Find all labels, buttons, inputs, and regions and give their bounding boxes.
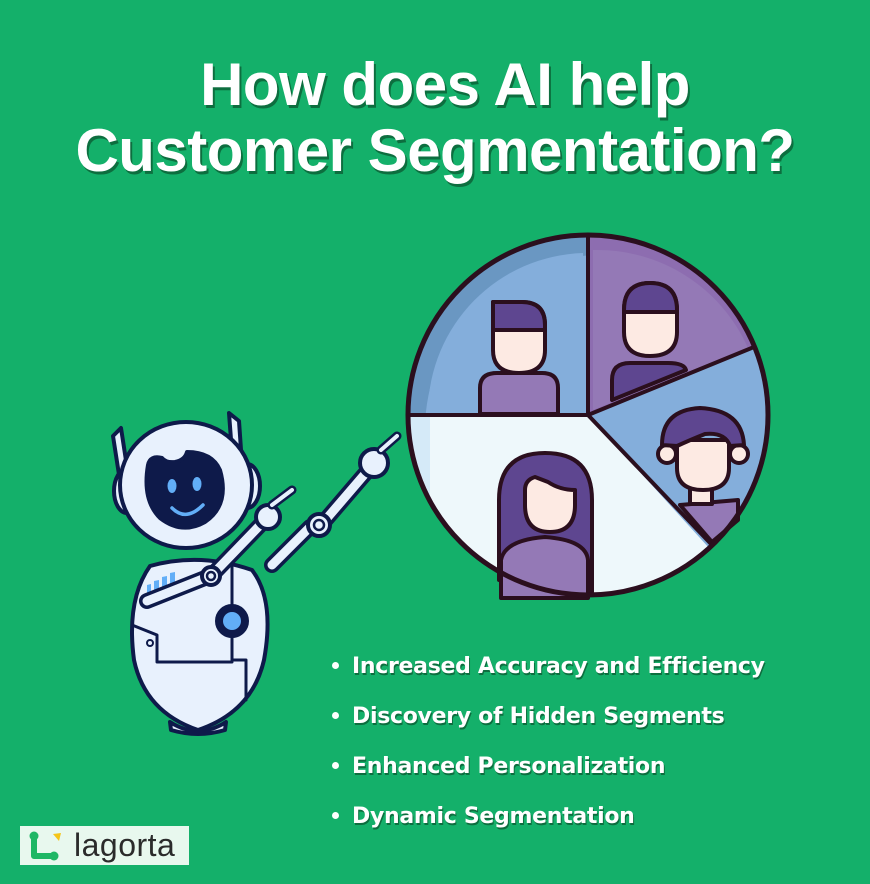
benefit-item: Discovery of Hidden Segments: [332, 692, 765, 742]
benefit-item: Enhanced Personalization: [332, 742, 765, 792]
brand-logo: lagorta: [20, 826, 189, 865]
robot-pointing-icon: [111, 411, 402, 736]
bullet-icon: [332, 711, 339, 719]
benefit-item: Dynamic Segmentation: [332, 792, 765, 842]
customer-segments-pie-icon: [405, 232, 771, 600]
benefit-item: Increased Accuracy and Efficiency: [332, 642, 765, 692]
benefits-list: Increased Accuracy and Efficiency Discov…: [332, 642, 765, 842]
bullet-icon: [332, 761, 339, 769]
page-title: How does AI help Customer Segmentation?: [0, 52, 870, 184]
bullet-icon: [332, 811, 339, 819]
lagorta-logo-icon: [29, 831, 61, 860]
bullet-icon: [332, 661, 339, 669]
title-line-1: How does AI help: [200, 51, 690, 118]
title-line-2: Customer Segmentation?: [75, 117, 795, 184]
logo-text: lagorta: [74, 827, 176, 863]
